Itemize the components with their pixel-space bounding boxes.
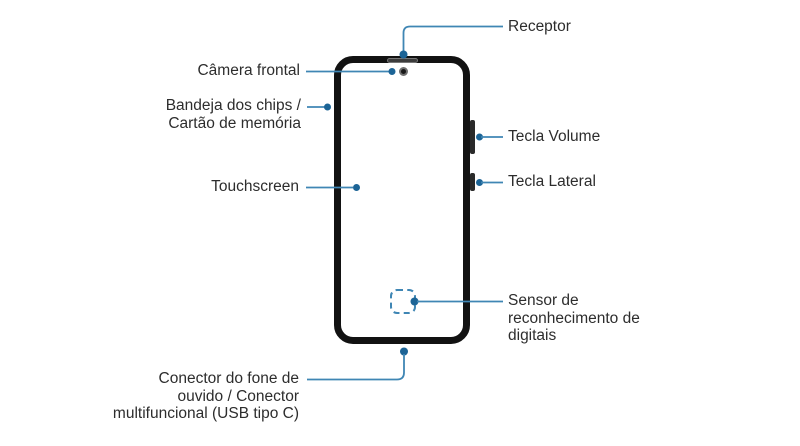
fingerprint-sensor-outline	[390, 289, 416, 314]
connector-callout-dot	[400, 347, 408, 356]
connector-callout-line	[307, 354, 405, 381]
label-camera-frontal: Câmera frontal	[197, 62, 300, 79]
side-key-callout-dot	[476, 179, 483, 186]
label-bandeja-chips: Bandeja dos chips / Cartão de memória	[165, 97, 301, 132]
label-tecla-volume: Tecla Volume	[508, 128, 601, 145]
label-conector: Conector do fone de ouvido / Conector mu…	[112, 370, 299, 422]
receiver-slot	[387, 58, 418, 63]
label-tecla-lateral: Tecla Lateral	[508, 173, 596, 190]
label-receptor: Receptor	[508, 18, 571, 35]
receptor-callout-line	[402, 25, 503, 51]
sim-tray-callout-dot	[324, 103, 331, 111]
label-touchscreen: Touchscreen	[211, 178, 299, 195]
label-sensor-digitais: Sensor de reconhecimento de digitais	[508, 292, 640, 344]
volume-key	[470, 120, 475, 154]
side-key	[470, 173, 475, 191]
front-camera-lens	[399, 67, 408, 76]
volume-key-callout-dot	[476, 133, 483, 141]
